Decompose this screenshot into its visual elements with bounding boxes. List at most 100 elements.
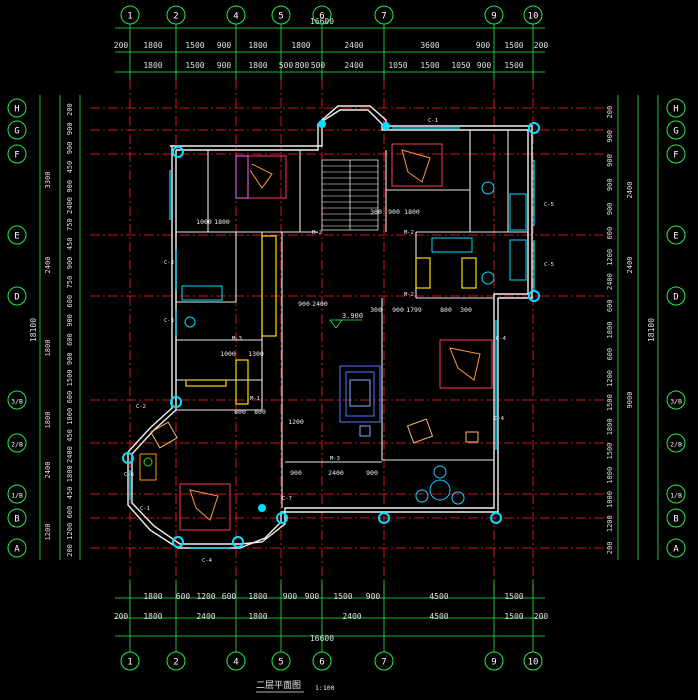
grid-label: H xyxy=(673,105,678,115)
dim: 900 xyxy=(66,180,74,193)
grid-bubble-top-1: 1 xyxy=(120,5,140,25)
room-tag: C-3 xyxy=(164,318,174,324)
dim: 3300 xyxy=(44,172,52,189)
structural-columns xyxy=(185,235,477,405)
grid-label: 2/B xyxy=(11,441,23,449)
dim: 450 xyxy=(66,429,74,442)
grid-label: 6 xyxy=(319,658,324,668)
dim: 3600 xyxy=(420,41,439,50)
dim: 450 xyxy=(66,237,74,250)
dim: 2400 xyxy=(626,182,634,199)
room-tag: M-2 xyxy=(404,230,414,236)
grid-label: D xyxy=(673,293,678,303)
dim: 1800 xyxy=(606,418,614,435)
dim: 1200 xyxy=(66,523,74,540)
inner-dim: 900 xyxy=(366,469,378,477)
room-tag: C-7 xyxy=(282,496,292,502)
dim: 1800 xyxy=(44,340,52,357)
dim: 1500 xyxy=(333,592,352,601)
room-tag: C-4 xyxy=(202,558,213,564)
bed-east xyxy=(439,339,493,389)
grid-bubble-left-5: 3/B xyxy=(7,390,27,410)
windows xyxy=(129,127,535,549)
grid-label: 5 xyxy=(278,658,283,668)
grid-bubble-left-1: G xyxy=(7,120,27,140)
bed-master-nw xyxy=(235,155,287,199)
dim: 1800 xyxy=(248,592,267,601)
dim: 600 xyxy=(606,348,614,361)
dim: 2400 xyxy=(342,612,361,621)
grid-label: 10 xyxy=(528,12,539,22)
grid-label: 7 xyxy=(381,12,386,22)
dim: 900 xyxy=(66,352,74,365)
dim: 600 xyxy=(66,295,74,308)
room-tag: C-2 xyxy=(136,404,146,410)
dim: 1050 xyxy=(388,61,407,70)
grid-bubble-left-9: A xyxy=(7,538,27,558)
grid-bubble-bottom-7: 7 xyxy=(374,651,394,671)
plant-pot xyxy=(139,453,157,481)
dim: 450 xyxy=(66,161,74,174)
dim: 1500 xyxy=(504,61,523,70)
dim: 900 xyxy=(366,592,381,601)
grid-label: B xyxy=(14,515,19,525)
overall-width-bottom: 16600 xyxy=(310,634,334,643)
grid-bubble-bottom-6: 6 xyxy=(312,651,332,671)
grid-label: 3/B xyxy=(670,398,682,406)
grid-bubble-top-2: 2 xyxy=(166,5,186,25)
inner-dim: 1800 xyxy=(214,218,230,226)
dim: 1800 xyxy=(248,41,267,50)
dim: 200 xyxy=(606,106,614,119)
room-tag: M-1 xyxy=(250,396,260,402)
dim: 600 xyxy=(176,592,191,601)
dim: 900 xyxy=(66,122,74,135)
top-dim-row-1: 200 1800 1500 900 1800 1800 2400 3600 90… xyxy=(114,41,549,50)
grid-label: A xyxy=(673,545,679,555)
grid-bubble-right-3: E xyxy=(666,225,686,245)
dim: 900 xyxy=(66,142,74,155)
dim: 1800 xyxy=(248,612,267,621)
grid-bubble-top-7: 7 xyxy=(374,5,394,25)
inner-dim: 900 xyxy=(392,306,404,314)
dim: 2400 xyxy=(44,462,52,479)
dim: 1800 xyxy=(66,465,74,482)
dim: 600 xyxy=(222,592,237,601)
dim: 2400 xyxy=(606,273,614,290)
grid-bubble-left-0: H xyxy=(7,98,27,118)
dim: 2400 xyxy=(344,41,363,50)
inner-dim: 900 xyxy=(298,300,310,308)
dim: 1500 xyxy=(185,41,204,50)
grid-label: 2 xyxy=(173,658,178,668)
dim: 1500 xyxy=(420,61,439,70)
grid-bubble-bottom-9: 9 xyxy=(484,651,504,671)
dim: 200 xyxy=(534,612,549,621)
dim: 600 xyxy=(66,506,74,519)
grid-bubble-top-10: 10 xyxy=(523,5,543,25)
bottom-dim-row-2: 200 1800 2400 1800 2400 4500 1500 200 xyxy=(114,612,549,621)
grid-bubble-right-1: G xyxy=(666,120,686,140)
dim: 1050 xyxy=(451,61,470,70)
round-table-terrace xyxy=(415,465,465,505)
dim: 200 xyxy=(114,612,129,621)
room-tag: C-5 xyxy=(544,262,554,268)
grid-bubble-right-4: D xyxy=(666,286,686,306)
dim: 1800 xyxy=(248,61,267,70)
inner-dim: 800 xyxy=(440,306,452,314)
grid-label: 6 xyxy=(319,12,324,22)
grid-bubble-right-2: F xyxy=(666,144,686,164)
dim: 800 xyxy=(295,61,310,70)
room-tag: M-2 xyxy=(404,292,414,298)
grid-label: 10 xyxy=(528,658,539,668)
dim: 500 xyxy=(311,61,326,70)
grid-bubble-right-8: B xyxy=(666,508,686,528)
dim: 1000 xyxy=(606,467,614,484)
bath-fixtures xyxy=(181,181,527,328)
dim: 900 xyxy=(606,154,614,167)
dim: 2400 xyxy=(626,257,634,274)
drawing-scale: 1:100 xyxy=(315,684,335,692)
dim: 200 xyxy=(114,41,129,50)
grid-bubble-left-2: F xyxy=(7,144,27,164)
dim: 600 xyxy=(606,227,614,240)
dim: 1800 xyxy=(66,408,74,425)
room-tag: C-6 xyxy=(124,472,134,478)
